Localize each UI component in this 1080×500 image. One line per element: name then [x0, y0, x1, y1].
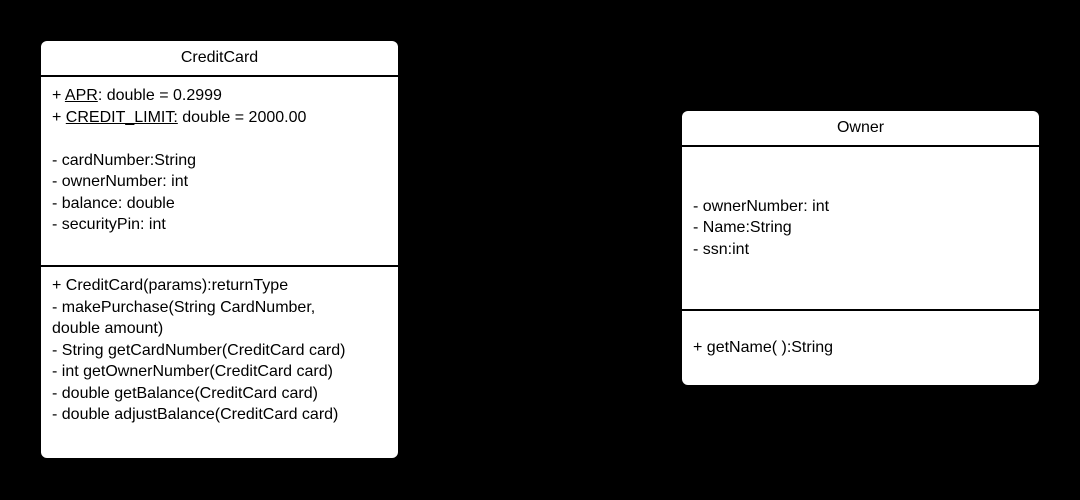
method-line-makepurchase: - makePurchase(String CardNumber,: [52, 298, 316, 316]
attribute-static-name: CREDIT_LIMIT:: [65, 108, 178, 126]
method-line-constructor: + CreditCard(params):returnType: [52, 277, 289, 294]
method-line-getname: + getName( ):String: [693, 339, 834, 357]
method-line-makepurchase-wrap: double amount): [52, 320, 164, 337]
creditcard-attributes-compartment: + APR: double = 0.2999 + CREDIT_LIMIT: d…: [41, 77, 398, 267]
attribute-line-apr: + APR: double = 0.2999: [52, 85, 387, 107]
owner-class-name: Owner: [836, 119, 885, 137]
attribute-visibility: +: [52, 108, 66, 126]
owner-methods-compartment: + getName( ):String: [682, 311, 1039, 385]
attribute-line-ownernumber: - ownerNumber: int: [693, 197, 830, 215]
creditcard-instance-attributes: - cardNumber:String - ownerNumber: int -…: [52, 150, 387, 236]
method-line-getbalance: - double getBalance(CreditCard card): [52, 384, 318, 402]
class-box-owner[interactable]: Owner - ownerNumber: int - Name:String -…: [682, 111, 1039, 385]
attribute-line-ownernumber: - ownerNumber: int: [52, 173, 189, 190]
class-box-creditcard[interactable]: CreditCard + APR: double = 0.2999 + CRED…: [41, 41, 398, 458]
attribute-line-credit-limit: + CREDIT_LIMIT: double = 2000.00: [52, 107, 387, 129]
owner-title-compartment: Owner: [682, 111, 1039, 147]
attribute-static-name: APR: [64, 87, 98, 104]
owner-attributes-compartment: - ownerNumber: int - Name:String - ssn:i…: [682, 147, 1039, 311]
attribute-line-ssn: - ssn:int: [693, 240, 750, 258]
attribute-line-name: - Name:String: [693, 219, 792, 237]
method-line-getownernumber: - int getOwnerNumber(CreditCard card): [52, 363, 333, 380]
attribute-type-value: double = 2000.00: [177, 108, 307, 126]
attribute-type-value: : double = 0.2999: [97, 87, 222, 104]
attribute-line-cardnumber: - cardNumber:String: [52, 151, 197, 169]
attribute-line-balance: - balance: double: [52, 194, 175, 212]
creditcard-static-attributes: + APR: double = 0.2999 + CREDIT_LIMIT: d…: [52, 85, 387, 128]
attribute-visibility: +: [52, 87, 65, 104]
creditcard-title-compartment: CreditCard: [41, 41, 398, 77]
method-line-getcardnumber: - String getCardNumber(CreditCard card): [52, 341, 346, 359]
creditcard-methods-compartment: + CreditCard(params):returnType - makePu…: [41, 267, 398, 458]
creditcard-class-name: CreditCard: [180, 49, 259, 67]
attribute-line-securitypin: - securityPin: int: [52, 216, 166, 233]
method-line-adjustbalance: - double adjustBalance(CreditCard card): [52, 406, 339, 423]
